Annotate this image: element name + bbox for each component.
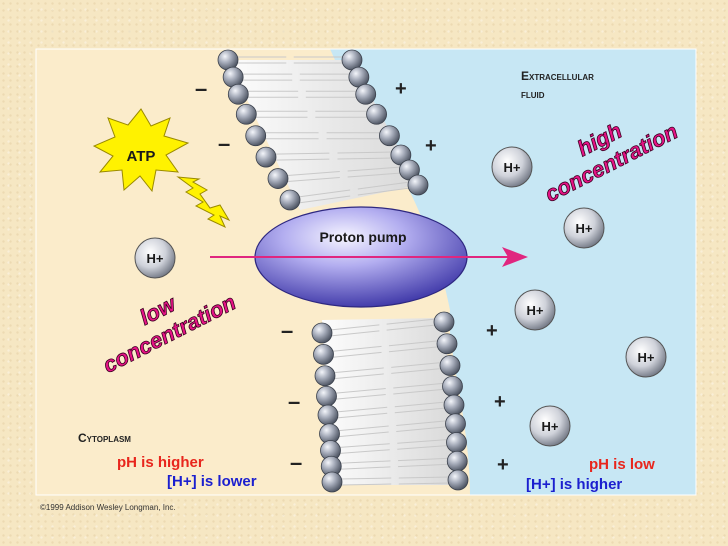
- ph-higher-text: pH is higher: [117, 454, 204, 471]
- membrane-heads-outer: [341, 49, 469, 491]
- phospholipid-head: [436, 333, 458, 355]
- ion-label: H+: [638, 350, 655, 365]
- plus-sign: +: [497, 454, 509, 476]
- phospholipid-head: [442, 375, 463, 397]
- extracellular-title: Extracellular fluid: [521, 69, 594, 101]
- h-higher-text: [H+] is higher: [526, 476, 622, 493]
- minus-sign: –: [290, 450, 302, 475]
- atp-label: ATP: [127, 148, 156, 165]
- minus-sign: –: [195, 76, 207, 101]
- phospholipid-head: [317, 404, 339, 426]
- phospholipid-head: [313, 343, 334, 365]
- phospholipid-head: [321, 471, 343, 493]
- copyright-text: ©1999 Addison Wesley Longman, Inc.: [40, 503, 176, 512]
- hydrogen-ions: H+ H+ H+ H+ H+ H+: [134, 146, 667, 447]
- membrane-charges: – – – – – + + + + +: [195, 76, 509, 476]
- phospholipid-head: [311, 322, 333, 344]
- phospholipid-head: [267, 168, 289, 189]
- ion-label: H+: [147, 251, 164, 266]
- ion-label: H+: [504, 160, 521, 175]
- hydrogen-ion: H+: [529, 405, 571, 447]
- membrane-heads-inner: [217, 49, 343, 493]
- minus-sign: –: [218, 131, 230, 156]
- phospholipid-head: [379, 125, 400, 147]
- extracellular-title-line1: Extracellular: [521, 69, 594, 83]
- cytoplasm-title: Cytoplasm: [78, 431, 131, 445]
- phospholipid-head: [446, 432, 467, 453]
- phospholipid-head: [316, 385, 337, 407]
- transport-arrow: [210, 247, 528, 267]
- phospholipid-head: [443, 394, 465, 416]
- h-lower-text: [H+] is lower: [167, 473, 257, 490]
- phospholipid-head: [245, 125, 267, 147]
- phospholipid-head: [255, 146, 277, 168]
- hydrogen-ion: H+: [563, 207, 605, 249]
- ion-label: H+: [542, 419, 559, 434]
- phospholipid-head: [445, 413, 466, 435]
- hydrogen-ion: H+: [491, 146, 533, 188]
- plus-sign: +: [494, 391, 506, 413]
- phospholipid-head: [355, 83, 377, 105]
- phospholipid-head: [366, 103, 387, 125]
- proton-pump-label: Proton pump: [319, 229, 406, 245]
- atp-burst: ATP: [92, 108, 190, 193]
- ph-low-text: pH is low: [589, 456, 655, 473]
- minus-sign: –: [281, 318, 293, 343]
- phospholipid-head: [235, 103, 257, 125]
- phospholipid-head: [447, 469, 469, 491]
- plus-sign: +: [395, 78, 407, 100]
- hydrogen-ion: H+: [134, 237, 176, 279]
- phospholipid-head: [314, 365, 336, 387]
- phospholipid-head: [433, 311, 455, 333]
- extracellular-region: [330, 49, 696, 495]
- plus-sign: +: [425, 135, 437, 157]
- plus-sign: +: [486, 320, 498, 342]
- hydrogen-ion: H+: [514, 289, 556, 331]
- phospholipid-head: [439, 355, 461, 376]
- phospholipid-head: [446, 450, 468, 472]
- extracellular-title-line2: fluid: [521, 87, 545, 101]
- phospholipid-head: [407, 174, 429, 196]
- phospholipid-head: [227, 83, 249, 105]
- ion-label: H+: [527, 303, 544, 318]
- energy-bolt: [176, 176, 231, 229]
- phospholipid-head: [279, 189, 301, 211]
- ion-label: H+: [576, 221, 593, 236]
- minus-sign: –: [288, 389, 300, 414]
- hydrogen-ion: H+: [625, 336, 667, 378]
